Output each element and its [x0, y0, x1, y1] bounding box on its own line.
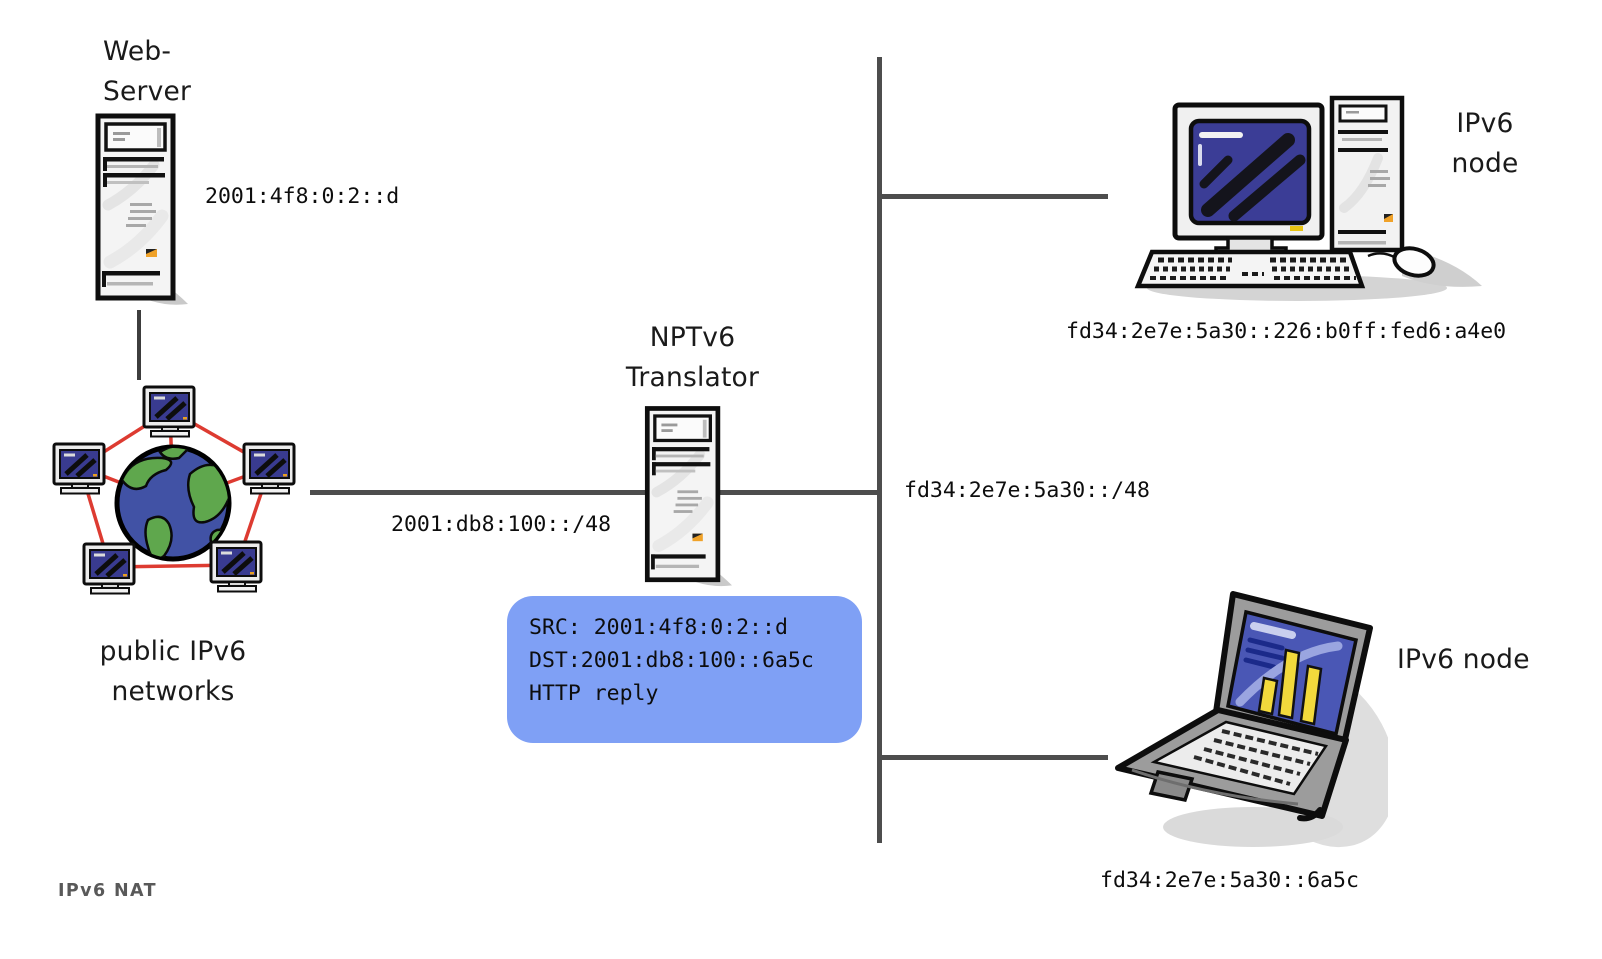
external-prefix-label: 2001:db8:100::/48: [391, 512, 612, 537]
laptop-node-illustration: [1115, 591, 1388, 848]
public-networks-label-line1: public IPv6: [99, 636, 247, 667]
wire-internet-to-translator: [310, 490, 878, 495]
wire-webserver-to-internet: [137, 310, 141, 380]
packet-src: SRC: 2001:4f8:0:2::d: [529, 615, 788, 640]
wire-branch-laptop: [882, 755, 1108, 760]
web-server-address: 2001:4f8:0:2::d: [205, 184, 400, 209]
wire-internal-backbone: [877, 57, 882, 843]
translator-label-line1: NPTv6: [649, 322, 736, 353]
internal-prefix-label: fd34:2e7e:5a30::/48: [904, 478, 1150, 503]
laptop-node-label: IPv6 node: [1397, 644, 1530, 675]
translator-label-line2: Translator: [625, 362, 760, 393]
public-networks-label-line2: networks: [111, 676, 235, 707]
desktop-node-address: fd34:2e7e:5a30::226:b0ff:fed6:a4e0: [1066, 319, 1507, 344]
public-networks-illustration: [52, 378, 298, 604]
desktop-node-illustration: [1134, 95, 1482, 301]
translator-tower-illustration: [644, 406, 732, 587]
wire-branch-desktop: [882, 194, 1108, 199]
diagram-caption: IPv6 NAT: [58, 881, 157, 901]
desktop-node-label-line2: node: [1451, 148, 1519, 179]
web-server-tower-illustration: [95, 113, 188, 305]
packet-payload: HTTP reply: [529, 681, 659, 706]
laptop-node-address: fd34:2e7e:5a30::6a5c: [1100, 868, 1359, 893]
public-networks-label: public IPv6 networks: [67, 632, 279, 712]
web-server-label-line2: Server: [103, 76, 192, 107]
packet-annotation-box: SRC: 2001:4f8:0:2::d DST:2001:db8:100::6…: [507, 596, 862, 743]
desktop-node-label: IPv6 node: [1422, 104, 1548, 184]
web-server-label-line1: Web-: [103, 36, 172, 67]
desktop-node-label-line1: IPv6: [1456, 108, 1514, 139]
web-server-label: Web- Server: [103, 32, 263, 112]
mouse-icon: [1392, 246, 1436, 278]
packet-dst: DST:2001:db8:100::6a5c: [529, 648, 814, 673]
translator-label: NPTv6 Translator: [595, 318, 790, 398]
